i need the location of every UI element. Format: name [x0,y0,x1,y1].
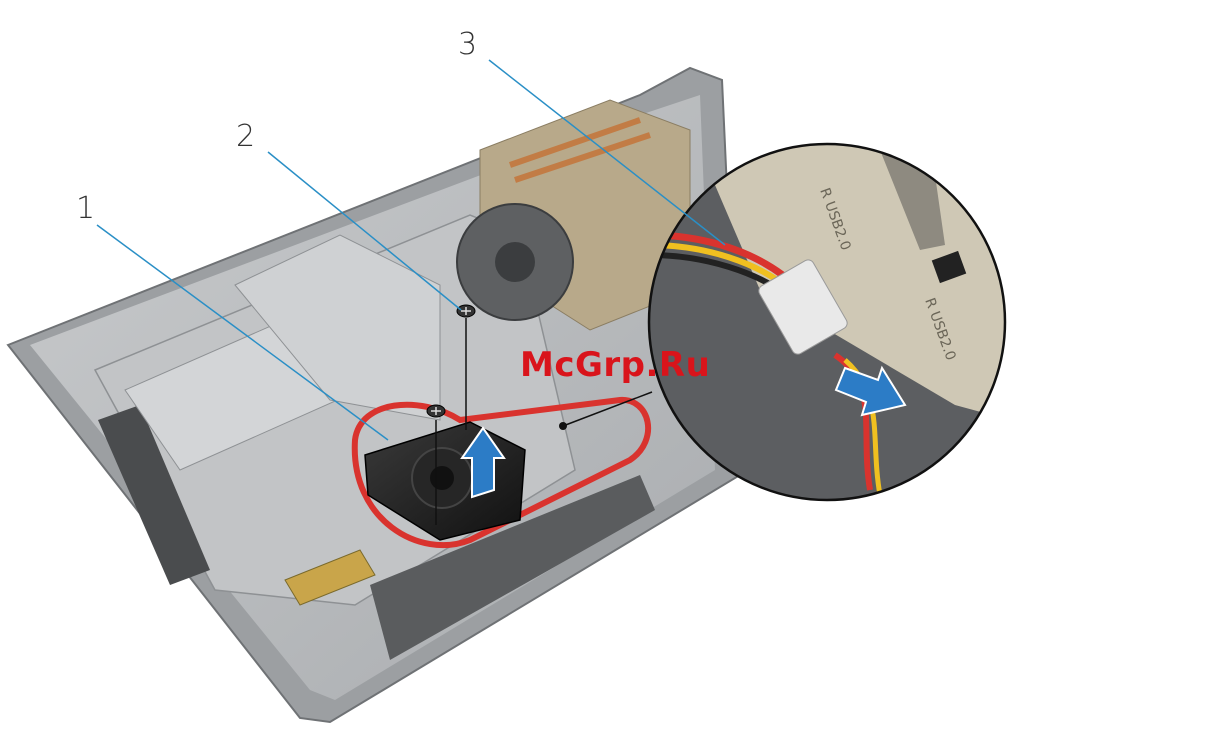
callout-number-1: 1 [76,194,95,224]
callout-number-2: 2 [236,122,255,152]
watermark: McGrp.Ru [520,345,710,385]
callout-number-3: 3 [458,30,477,60]
computer-chassis [8,68,740,722]
